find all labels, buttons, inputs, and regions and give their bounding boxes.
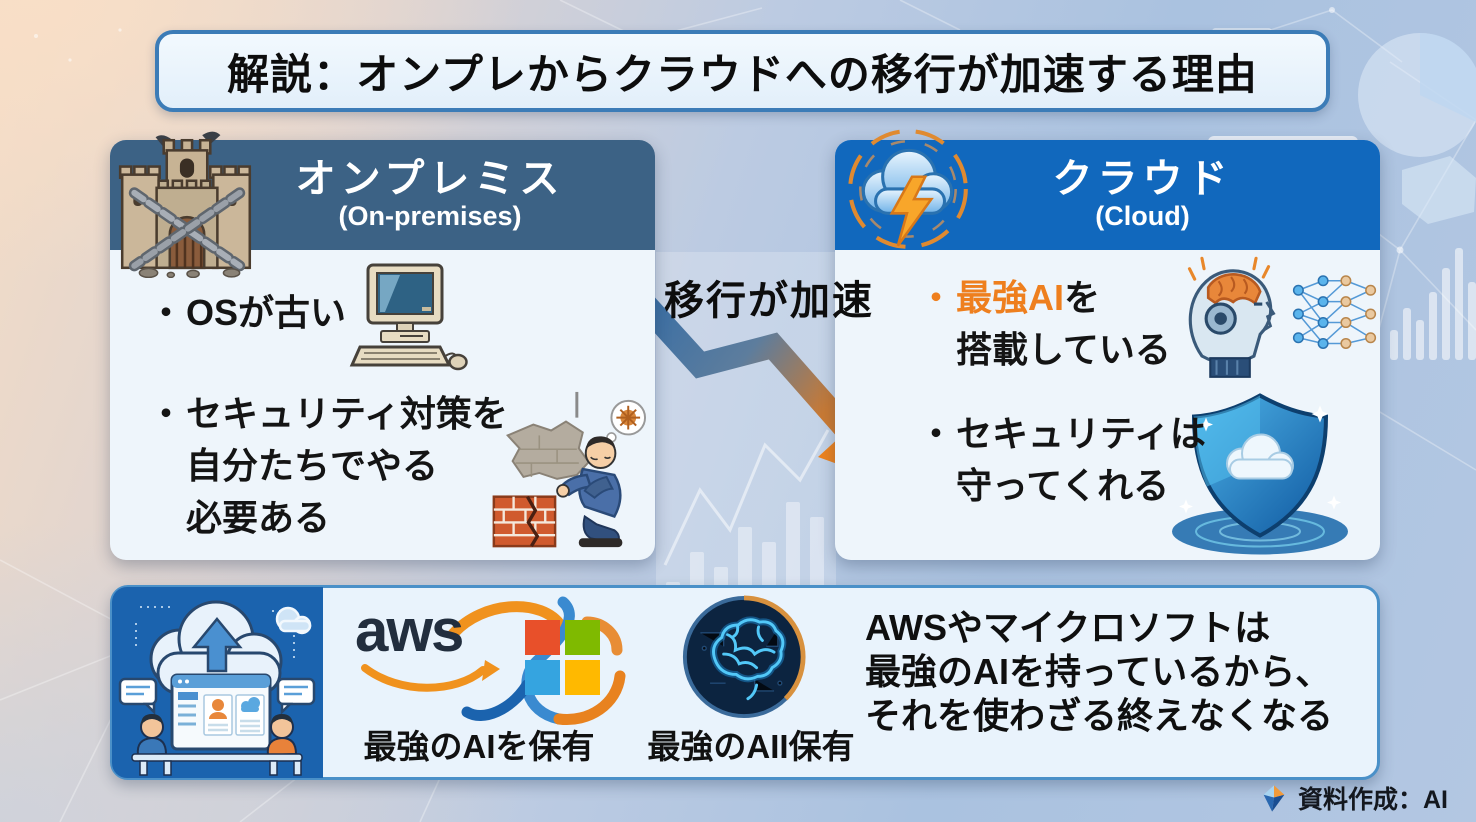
- bullet: ・: [148, 292, 185, 333]
- wall-repair-person-icon: [492, 391, 647, 548]
- on-premises-title: オンプレミス: [295, 156, 565, 201]
- list-item-security-protected: ・ セキュリティは 守ってくれる: [918, 408, 1206, 512]
- list-item-os-old: ・ OSが古い: [148, 287, 346, 339]
- credit-footer: 資料作成：AI: [1258, 780, 1448, 816]
- list-item-text: セキュリティは 守ってくれる: [956, 413, 1206, 506]
- on-premises-subtitle: (On-premises): [338, 201, 522, 232]
- aws-smile-icon: [361, 660, 500, 692]
- chained-castle-icon: [118, 131, 252, 278]
- diamond-logo-icon: [1263, 784, 1285, 812]
- list-item-text: 最強AIを 搭載している: [956, 277, 1171, 370]
- list-item-strongest-ai: ・ 最強AIを 搭載している: [918, 272, 1171, 376]
- bullet: ・: [148, 393, 185, 434]
- brain-caption: 最強のAII保有: [647, 728, 855, 765]
- bullet: ・: [918, 277, 955, 318]
- highlight-text: 最強AI: [956, 277, 1065, 318]
- aws-ms-caption: 最強のAIを保有: [363, 728, 595, 765]
- list-item-text: セキュリティ対策を 自分たちでやる 必要ある: [186, 393, 508, 538]
- title-banner: 解説：オンプレからクラウドへの移行が加速する理由: [155, 30, 1330, 112]
- equalizer-bars-right: [1390, 248, 1476, 360]
- list-item-text: OSが古い: [186, 292, 347, 333]
- cloud-title: クラウド: [1052, 156, 1233, 201]
- bottom-summary-card: aws 最強のAIを保有: [110, 585, 1380, 780]
- arrow-label: 移行が加速: [664, 279, 874, 323]
- microsoft-logo: [525, 620, 600, 695]
- credit-text: 資料作成：AI: [1297, 786, 1448, 814]
- aws-logo-wordmark: aws: [355, 597, 464, 664]
- bullet: ・: [918, 413, 955, 454]
- pie-motif: [1358, 32, 1476, 224]
- neural-network-icon: [1292, 275, 1377, 349]
- list-item-security-diy: ・ セキュリティ対策を 自分たちでやる 必要ある: [148, 388, 508, 543]
- ai-brain-icon: [682, 595, 806, 719]
- summary-message: AWSやマイクロソフトは 最強のAIを持っているから、 それを使わざる終えなくな…: [865, 607, 1334, 736]
- old-computer-icon: [349, 263, 468, 371]
- on-premises-card: オンプレミス (On-premises): [110, 131, 655, 560]
- android-head-icon: [1187, 256, 1276, 378]
- storm-cloud-icon: [848, 129, 968, 249]
- cloud-subtitle: (Cloud): [1095, 201, 1190, 232]
- cloud-shield-icon: [1172, 393, 1348, 555]
- page-title: 解説：オンプレからクラウドへの移行が加速する理由: [227, 50, 1258, 98]
- cloud-upload-panel: [112, 587, 323, 778]
- cloud-upload-illustration: [118, 600, 316, 776]
- cloud-card: クラウド (Cloud) ・ 最強AIを 搭載している: [835, 129, 1380, 560]
